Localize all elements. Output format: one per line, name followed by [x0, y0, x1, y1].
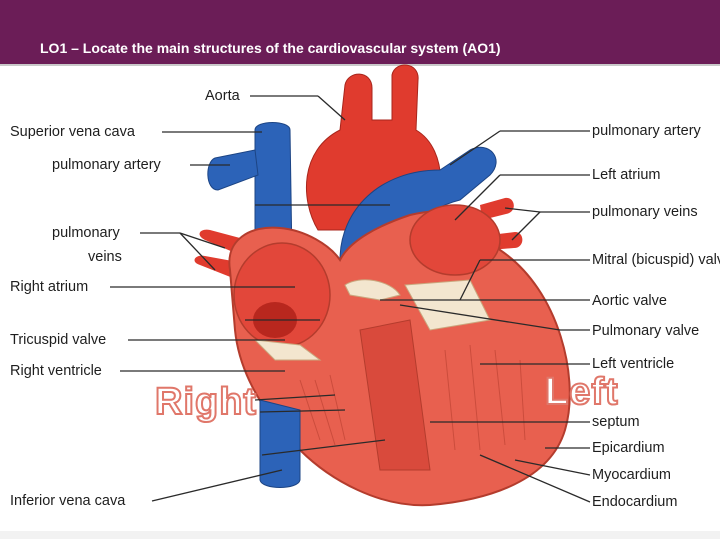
label-septum: septum — [592, 414, 640, 430]
label-endocardium: Endocardium — [592, 494, 678, 510]
label-pulmonary-veins-left-1: pulmonary — [52, 225, 120, 241]
myocardium-texture — [299, 344, 526, 451]
label-pulmonary-veins-right: pulmonary veins — [592, 204, 698, 220]
label-right-ventricle: Right ventricle — [10, 363, 102, 379]
label-right-atrium: Right atrium — [10, 279, 89, 295]
label-mitral-valve: Mitral (bicuspid) valve — [592, 252, 720, 268]
leader-lines-right — [380, 130, 591, 503]
aortic-valve-shape — [344, 279, 401, 301]
side-label-right: Right — [154, 381, 258, 423]
page-title: LO1 – Locate the main structures of the … — [40, 40, 501, 56]
header-divider — [0, 64, 720, 66]
label-inferior-vena-cava: Inferior vena cava — [10, 493, 126, 509]
label-tricuspid-valve: Tricuspid valve — [10, 332, 107, 348]
pulmonary-veins-left-shape — [199, 229, 240, 255]
label-left-ventricle: Left ventricle — [592, 356, 675, 372]
label-superior-vena-cava: Superior vena cava — [10, 124, 135, 140]
label-pulmonary-artery-right: pulmonary artery — [592, 123, 701, 139]
label-myocardium: Myocardium — [592, 467, 671, 483]
label-aorta: Aorta — [205, 88, 240, 104]
pulmonary-artery-left-shape — [207, 149, 259, 191]
tricuspid-valve-shape — [253, 339, 322, 361]
label-epicardium: Epicardium — [592, 440, 665, 456]
pulmonary-veins-right-shape — [480, 197, 514, 220]
label-pulmonary-artery-left: pulmonary artery — [52, 157, 161, 173]
side-label-left: Left — [544, 371, 619, 413]
bottom-strip — [0, 531, 720, 539]
header-bar — [0, 0, 720, 64]
left-atrium-shape — [409, 204, 501, 276]
label-pulmonary-veins-left-2: veins — [88, 249, 122, 265]
septum-shape — [359, 319, 431, 471]
label-left-atrium: Left atrium — [592, 167, 661, 183]
leader-lines-left — [110, 95, 390, 502]
label-aortic-valve: Aortic valve — [592, 293, 667, 309]
mitral-valve-shape — [404, 279, 491, 331]
inferior-vena-cava-shape — [259, 399, 301, 488]
label-pulmonary-valve: Pulmonary valve — [592, 323, 700, 339]
